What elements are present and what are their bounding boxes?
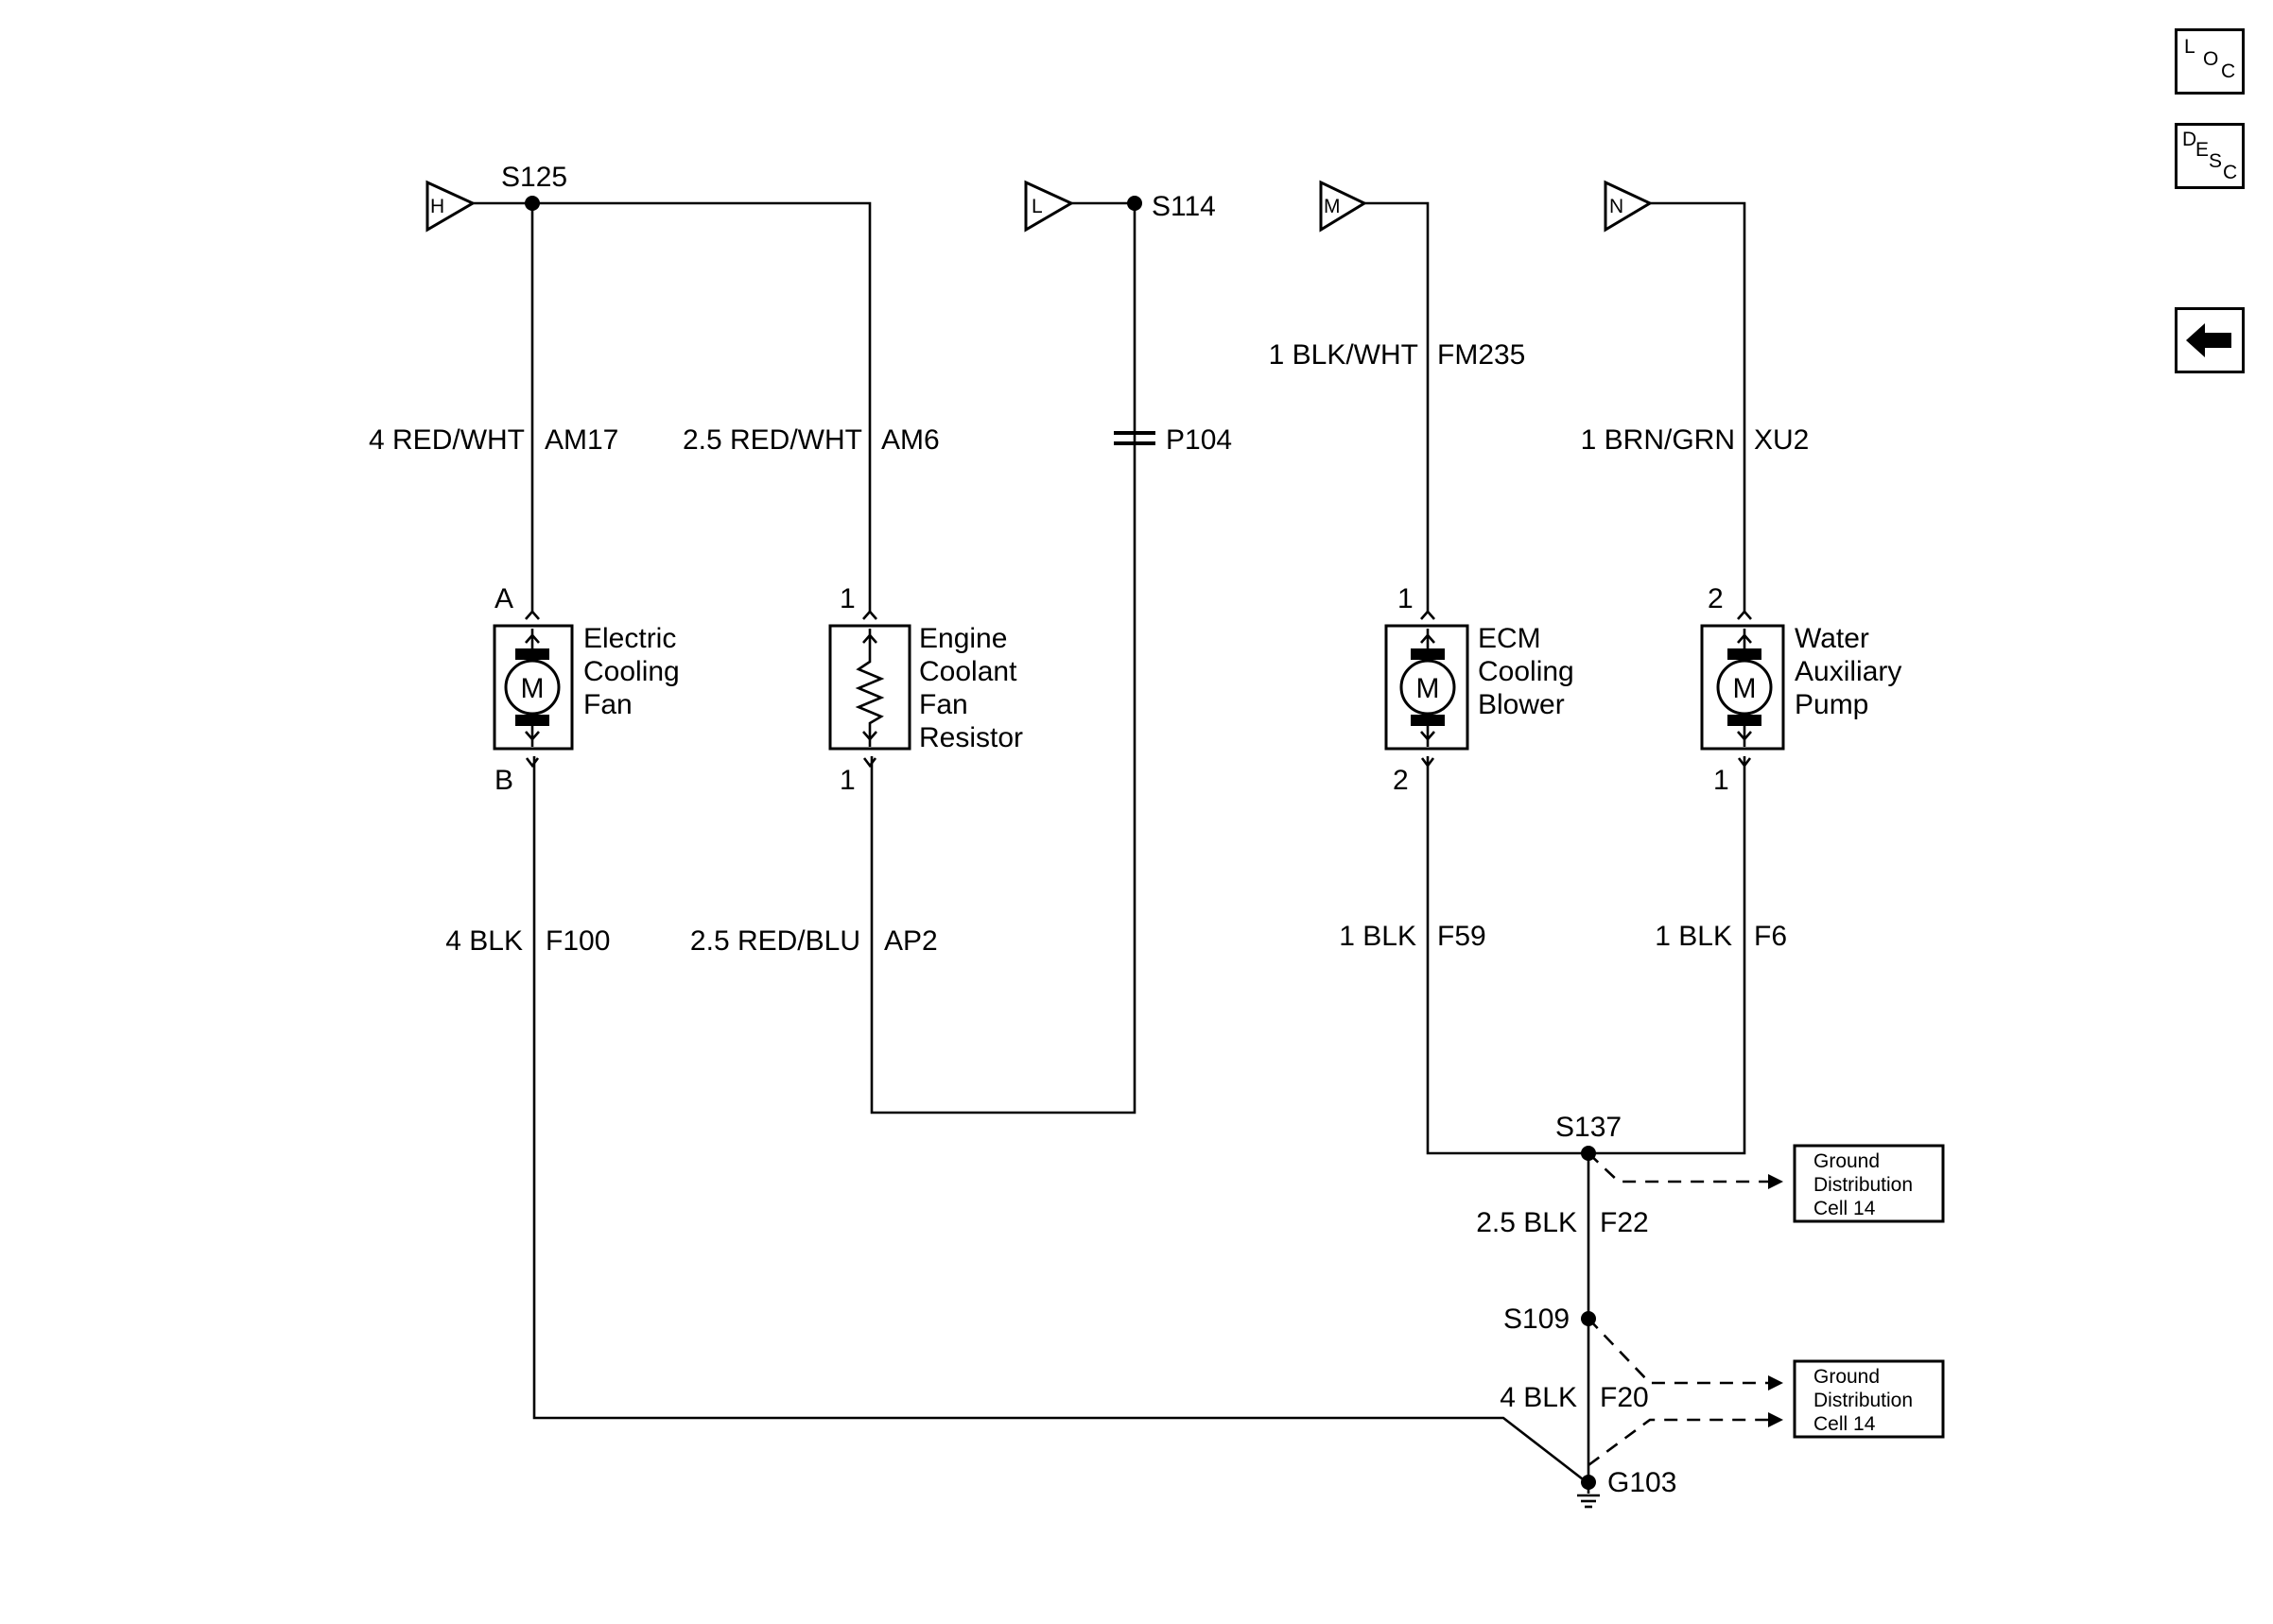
splice-s125-dot bbox=[525, 196, 540, 211]
arrow-left-icon bbox=[2186, 323, 2231, 357]
connector-l-label: L bbox=[1032, 196, 1043, 217]
ground-ref-upper-line2: Distribution bbox=[1813, 1174, 1913, 1196]
resistor-name-line2: Coolant bbox=[919, 656, 1017, 687]
connector-m-label: M bbox=[1324, 196, 1341, 217]
pump-motor-symbol: M bbox=[1733, 673, 1757, 704]
splice-s114-dot bbox=[1127, 196, 1142, 211]
back-button[interactable] bbox=[2175, 307, 2245, 373]
wire-f6-gauge: 1 BLK bbox=[1655, 921, 1732, 952]
resistor-pin-top: 1 bbox=[840, 583, 856, 614]
wire-fm235 bbox=[1364, 201, 1430, 613]
pump-pin-bottom: 1 bbox=[1713, 765, 1729, 796]
desc-button[interactable]: D E S C bbox=[2175, 123, 2245, 189]
wire-am6-circuit: AM6 bbox=[881, 424, 940, 456]
blower-name-line1: ECM bbox=[1478, 623, 1541, 654]
blower-name-line2: Cooling bbox=[1478, 656, 1574, 687]
wire-am17-circuit: AM17 bbox=[545, 424, 618, 456]
connector-n-label: N bbox=[1609, 196, 1623, 217]
wire-am6-gauge: 2.5 RED/WHT bbox=[683, 424, 862, 456]
fan-pin-top: A bbox=[495, 583, 513, 614]
wire-f20-circuit: F20 bbox=[1600, 1382, 1649, 1413]
motor-icon bbox=[1399, 659, 1456, 716]
fan-name-line3: Fan bbox=[583, 689, 633, 720]
wire-labels: 4 RED/WHT AM17 2.5 RED/WHT AM6 1 BLK/WHT… bbox=[369, 339, 1809, 1413]
resistor-icon bbox=[855, 629, 885, 747]
connector-n: N bbox=[1604, 180, 1654, 233]
ground-ref-lower: Ground Distribution Cell 14 bbox=[1588, 1318, 1945, 1467]
component-electric-cooling-fan: M A B Electric Cooling Fan bbox=[493, 583, 680, 796]
resistor-name-line3: Fan bbox=[919, 689, 968, 720]
resistor-pin-bottom: 1 bbox=[840, 765, 856, 796]
wire-fm235-circuit: FM235 bbox=[1437, 339, 1525, 371]
wire-f59-f6 bbox=[1426, 756, 1746, 1155]
fan-pin-bottom: B bbox=[495, 765, 513, 796]
wire-ap2-circuit: AP2 bbox=[884, 925, 938, 957]
connector-m: M bbox=[1319, 180, 1368, 233]
wire-xu2-gauge: 1 BRN/GRN bbox=[1581, 424, 1735, 456]
ground-ref-upper-line1: Ground bbox=[1813, 1150, 1880, 1172]
loc-letter-c: C bbox=[2221, 60, 2236, 82]
wire-fm235-gauge: 1 BLK/WHT bbox=[1269, 339, 1418, 371]
ground-ref-lower-line3: Cell 14 bbox=[1813, 1413, 1876, 1435]
wire-f20-gauge: 4 BLK bbox=[1500, 1382, 1577, 1413]
wire-l-feed bbox=[870, 201, 1136, 1114]
wire-f100-gauge: 4 BLK bbox=[445, 925, 523, 957]
blower-pin-bottom: 2 bbox=[1393, 765, 1409, 796]
loc-button[interactable]: L O C bbox=[2175, 28, 2245, 95]
ground-ref-upper: Ground Distribution Cell 14 bbox=[1588, 1144, 1945, 1223]
blower-pin-top: 1 bbox=[1397, 583, 1414, 614]
wire-f6-circuit: F6 bbox=[1754, 921, 1787, 952]
fan-name-line2: Cooling bbox=[583, 656, 680, 687]
wire-f59-circuit: F59 bbox=[1437, 921, 1486, 952]
fan-name-line1: Electric bbox=[583, 623, 676, 654]
g103-label: G103 bbox=[1607, 1467, 1676, 1498]
desc-letter-s: S bbox=[2209, 150, 2223, 172]
ground-g103: G103 bbox=[1577, 1467, 1676, 1509]
wire-f59-gauge: 1 BLK bbox=[1339, 921, 1416, 952]
fan-motor-symbol: M bbox=[521, 673, 545, 704]
ground-ref-upper-line3: Cell 14 bbox=[1813, 1198, 1876, 1219]
ground-ref-lower-line2: Distribution bbox=[1813, 1390, 1913, 1411]
desc-letter-e: E bbox=[2195, 139, 2210, 161]
blower-name-line3: Blower bbox=[1478, 689, 1565, 720]
splice-s125-label: S125 bbox=[501, 162, 567, 193]
ground-ref-lower-line1: Ground bbox=[1813, 1366, 1880, 1388]
desc-letter-c: C bbox=[2223, 162, 2238, 183]
connector-h-label: H bbox=[430, 196, 444, 217]
splice-s114-label: S114 bbox=[1152, 191, 1216, 222]
wires bbox=[473, 201, 1746, 1484]
wire-am17-gauge: 4 RED/WHT bbox=[369, 424, 525, 456]
wire-h-feed bbox=[473, 201, 872, 613]
pump-name-line3: Pump bbox=[1795, 689, 1868, 720]
resistor-name-line1: Engine bbox=[919, 623, 1007, 654]
wire-xu2-circuit: XU2 bbox=[1754, 424, 1809, 456]
pump-name-line1: Water bbox=[1795, 623, 1869, 654]
wire-ap2-gauge: 2.5 RED/BLU bbox=[690, 925, 860, 957]
wire-xu2 bbox=[1650, 201, 1746, 613]
pump-name-line2: Auxiliary bbox=[1795, 656, 1901, 687]
wire-f22-circuit: F22 bbox=[1600, 1207, 1649, 1238]
component-water-auxiliary-pump: M 2 1 Water Auxiliary Pump bbox=[1700, 583, 1901, 796]
wire-f22-gauge: 2.5 BLK bbox=[1476, 1207, 1577, 1238]
wire-f100-circuit: F100 bbox=[546, 925, 610, 957]
desc-letter-d: D bbox=[2182, 129, 2197, 150]
loc-letter-l: L bbox=[2184, 36, 2195, 58]
blower-motor-symbol: M bbox=[1416, 673, 1440, 704]
connector-l: L bbox=[1024, 180, 1075, 233]
loc-letter-o: O bbox=[2203, 48, 2219, 70]
pump-pin-top: 2 bbox=[1708, 583, 1724, 614]
splice-s137-label: S137 bbox=[1555, 1112, 1622, 1143]
wire-f100 bbox=[532, 756, 1588, 1484]
inline-connector-p104: P104 bbox=[1114, 424, 1232, 456]
motor-icon bbox=[504, 659, 561, 716]
component-engine-coolant-fan-resistor: 1 1 Engine Coolant Fan Resistor bbox=[828, 583, 1023, 796]
connector-h: H bbox=[425, 180, 477, 233]
splice-s109-label: S109 bbox=[1503, 1304, 1570, 1335]
component-ecm-cooling-blower: M 1 2 ECM Cooling Blower bbox=[1384, 583, 1574, 796]
p104-label: P104 bbox=[1166, 424, 1232, 456]
resistor-name-line4: Resistor bbox=[919, 722, 1023, 753]
motor-icon bbox=[1716, 659, 1773, 716]
